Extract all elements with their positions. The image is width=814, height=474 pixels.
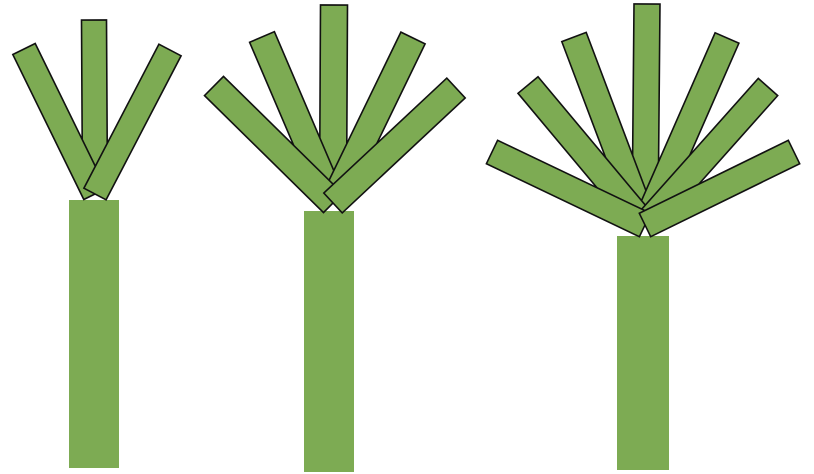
trunk bbox=[617, 236, 669, 470]
trunk bbox=[69, 200, 119, 468]
trunk bbox=[304, 211, 354, 472]
